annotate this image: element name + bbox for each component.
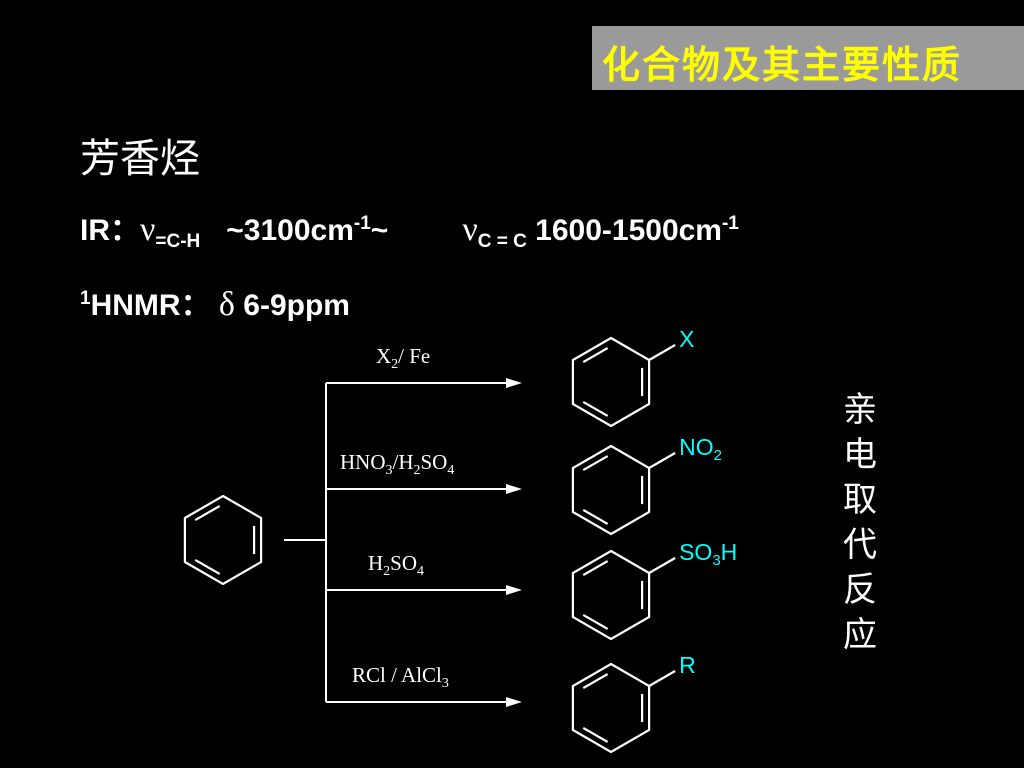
ring-outline [571,662,651,754]
reagent-label: HNO3/H2SO4 [340,450,454,478]
double-bond [582,400,609,417]
ring-outline [571,444,651,536]
nu-symbol-2: ν [462,211,478,248]
substituent-label: NO2 [679,434,722,464]
ring-outline [571,336,651,428]
double-bond [582,347,609,364]
arrow-head [506,378,522,388]
nu-symbol: ν [140,211,156,248]
benzene-product [571,444,651,536]
title-box: 化合物及其主要性质 [592,26,1024,90]
reaction-branch: RCl / AlCl3 R [326,652,696,754]
double-bond [582,508,609,525]
ch-wavenumber: 3100cm [243,214,354,247]
reagent-label: X2/ Fe [376,344,430,372]
double-bond [582,560,609,577]
hnmr-line: 1HNMR： δ 6-9ppm [80,280,350,324]
benzene-reactant [183,494,263,586]
reagent-label: RCl / AlCl3 [352,663,449,691]
double-bond [194,505,221,522]
reagent-label: H2SO4 [368,551,424,579]
ch-subscript: =C-H [155,231,201,252]
hnmr-superscript: 1 [80,288,91,309]
substituent-label: X [679,326,694,352]
substituent-bond [648,670,676,687]
reaction-branch: H2SO4 SO3H [326,539,737,641]
double-bond [582,726,609,743]
benzene-ring [183,494,263,586]
benzene-product [571,336,651,428]
ir-label: IR： [80,214,140,247]
cc-superscript: -1 [721,213,739,234]
ring-outline [183,494,263,586]
cc-subscript: C = C [477,231,527,252]
arrow-head [506,484,522,494]
substituent-label: SO3H [679,539,737,569]
ch-superscript: -1 [353,213,371,234]
ring-outline [571,549,651,641]
double-bond [582,613,609,630]
section-heading: 芳香烃 [80,136,200,182]
reaction-branch: HNO3/H2SO4 NO2 [326,434,722,536]
double-bond [582,455,609,472]
slide-title: 化合物及其主要性质 [602,42,963,87]
reaction-type-label: 亲 电 取 代 反 应 [843,390,877,655]
benzene-product [571,662,651,754]
reaction-branch: X2/ Fe X [326,326,694,428]
substituent-bond [648,452,676,469]
arrow-head [506,585,522,595]
benzene-product [571,549,651,641]
hnmr-label: HNMR： [90,289,211,322]
arrow-head [506,697,522,707]
substituent-bond [648,557,676,574]
double-bond [194,558,221,575]
substituent-bond [648,344,676,361]
tilde-pre: ~ [226,214,244,247]
substituent-label: R [679,652,696,678]
delta-symbol: δ [218,286,235,323]
cc-wavenumber: 1600-1500cm [535,214,722,247]
hnmr-value: 6-9ppm [243,289,350,322]
tilde-post: ~ [370,214,389,247]
ir-line: IR：ν=C-H~3100cm-1~νC = C 1600-1500cm-1 [80,205,739,253]
double-bond [582,673,609,690]
